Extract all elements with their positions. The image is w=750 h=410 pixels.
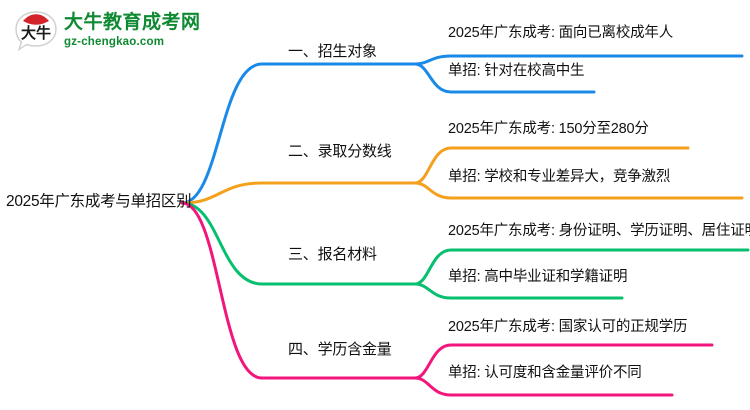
branch-3-trunk xyxy=(180,201,417,286)
logo-title: 大牛教育成考网 xyxy=(64,12,201,33)
branch-2-child-2-connector xyxy=(413,181,744,200)
branch-4-child-1-connector xyxy=(413,343,714,380)
branch-2-child-1-label: 2025年广东成考: 150分至280分 xyxy=(448,121,649,137)
branch-1-child-2-connector xyxy=(413,62,596,94)
branch-3-child-1-label: 2025年广东成考: 身份证明、学历证明、居住证明 xyxy=(448,223,750,239)
logo-mark-icon: 大牛 xyxy=(15,11,57,52)
branch-2-trunk xyxy=(180,181,417,205)
branch-2-child-2-label: 单招: 学校和专业差异大，竞争激烈 xyxy=(448,169,671,185)
branch-4-child-2-connector xyxy=(413,376,674,397)
logo-subtitle: gz-chengkao.com xyxy=(64,36,165,48)
site-logo: 大牛 大牛教育成考网 gz-chengkao.com xyxy=(14,8,224,54)
branch-4-child-1-label: 2025年广东成考: 国家认可的正规学历 xyxy=(448,319,688,335)
branch-1-trunk xyxy=(180,62,417,205)
root-node-label: 2025年广东成考与单招区别 xyxy=(6,193,192,210)
branch-4-child-2-label: 单招: 认可度和含金量评价不同 xyxy=(448,365,642,381)
logo-text-block: 大牛教育成考网 gz-chengkao.com xyxy=(64,12,201,49)
branch-2-child-1-connector xyxy=(413,146,690,185)
branch-1-child-2-label: 单招: 针对在校高中生 xyxy=(448,63,585,79)
branch-4-trunk xyxy=(180,201,417,380)
branch-label-2: 二、录取分数线 xyxy=(288,143,392,160)
branch-3-child-2-connector xyxy=(413,282,624,300)
logo-mark-text: 大牛 xyxy=(21,24,51,42)
branch-3-child-1-connector xyxy=(413,248,750,286)
branch-label-3: 三、报名材料 xyxy=(288,246,377,263)
branch-label-1: 一、招生对象 xyxy=(288,43,377,60)
branch-label-4: 四、学历含金量 xyxy=(288,341,392,358)
branch-3-child-2-label: 单招: 高中毕业证和学籍证明 xyxy=(448,269,628,285)
branch-1-child-1-label: 2025年广东成考: 面向已离校成年人 xyxy=(448,25,674,41)
